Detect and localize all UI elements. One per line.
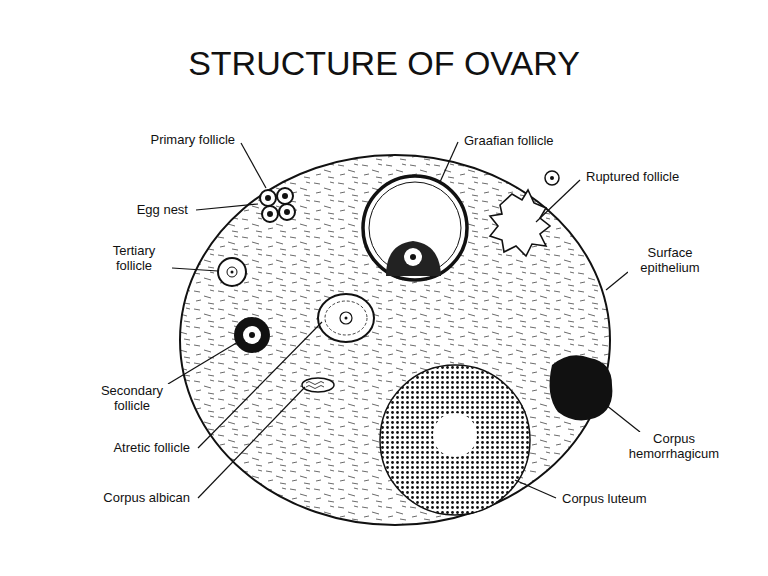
title: STRUCTURE OF OVARY <box>0 44 768 83</box>
part-label: Surface epithelium <box>628 246 712 276</box>
part-label: Tertiary follicle <box>96 244 172 274</box>
ovary-outline <box>180 155 610 525</box>
tertiary-follicle <box>218 258 246 286</box>
part-label: Egg nest <box>135 203 190 218</box>
part-label: Corpus hemorrhagicum <box>612 432 736 462</box>
atretic-follicle <box>318 294 374 342</box>
corpus-luteum <box>380 365 530 515</box>
leader-lines <box>168 142 640 498</box>
part-label: Primary follicle <box>148 133 237 148</box>
graafian-follicle <box>363 176 467 280</box>
part-label: Ruptured follicle <box>584 170 681 185</box>
part-label: Atretic follicle <box>111 441 192 456</box>
part-label: Corpus luteum <box>560 492 649 507</box>
corpus-albicans <box>302 378 334 392</box>
egg-nest <box>260 188 295 222</box>
part-label: Graafian follicle <box>462 134 556 149</box>
secondary-follicle <box>234 317 270 353</box>
ruptured-follicle <box>490 171 559 256</box>
part-label: Secondary follicle <box>88 384 176 414</box>
corpus-hemorrhagicum <box>550 355 613 420</box>
part-label: Corpus albican <box>101 491 192 506</box>
